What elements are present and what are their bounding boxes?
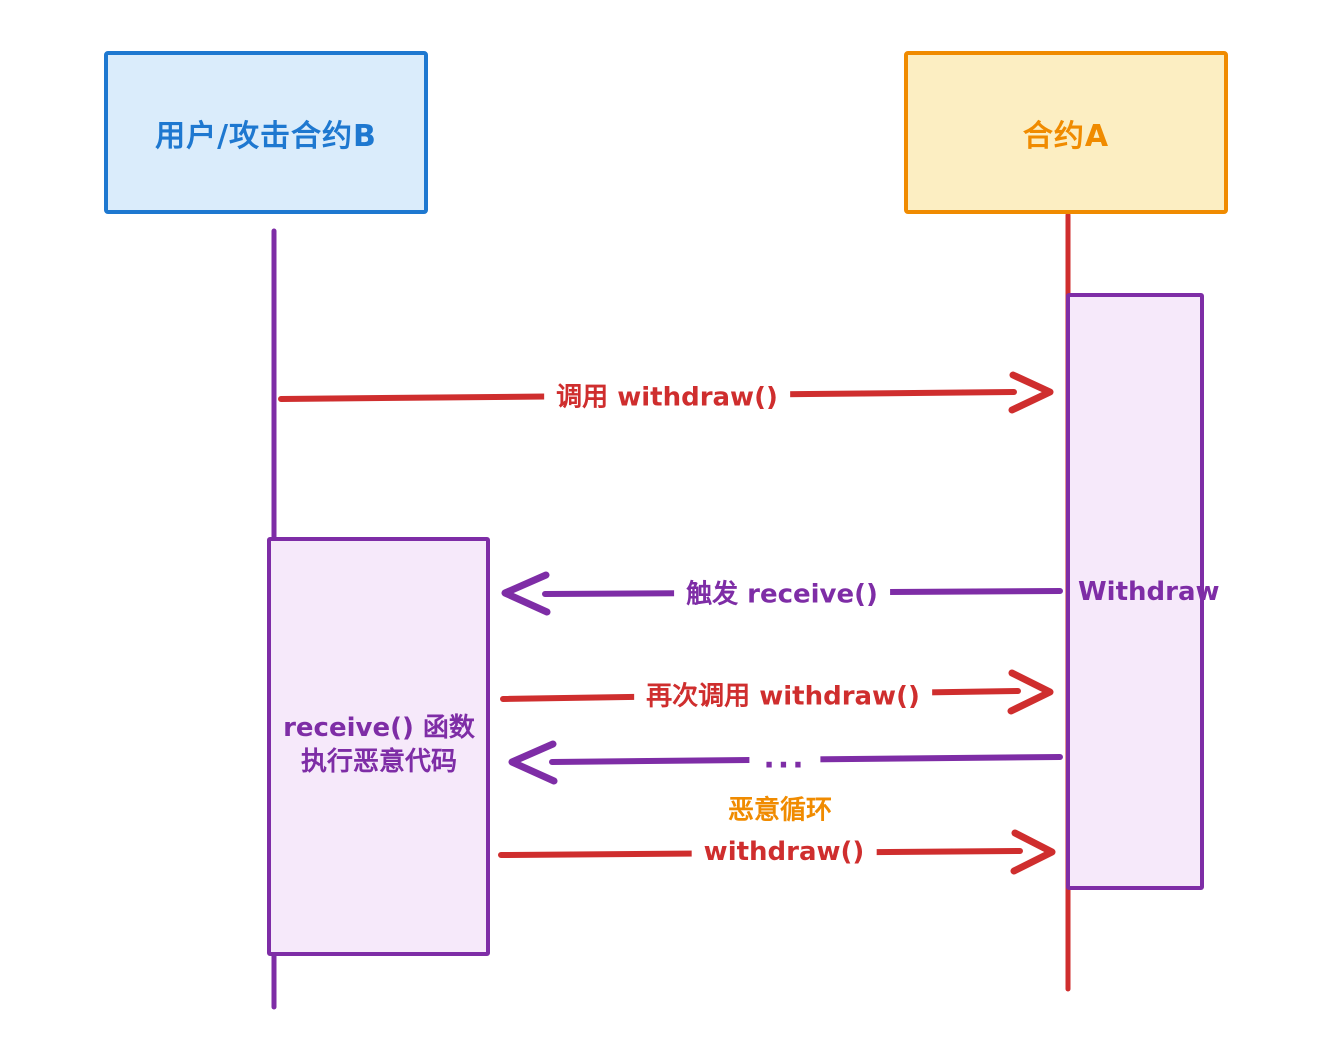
activation-box-receive — [267, 537, 490, 956]
activation-label-receive: receive() 函数 执行恶意代码 — [283, 711, 475, 779]
message-label-loop-withdraw: withdraw() — [691, 835, 877, 869]
actor-label-attacker: 用户/攻击合约B — [155, 118, 377, 154]
activation-label-withdraw: Withdraw — [1078, 577, 1220, 607]
actor-box-attacker: 用户/攻击合约B — [104, 51, 428, 214]
actor-box-contract-a: 合约A — [904, 51, 1228, 214]
message-label-recall-withdraw: 再次调用 withdraw() — [634, 673, 932, 715]
message-label-ellipsis: ... — [749, 740, 821, 776]
annotation-malicious-loop: 恶意循环 — [727, 795, 833, 826]
activation-box-withdraw — [1066, 293, 1204, 890]
message-label-call-withdraw: 调用 withdraw() — [544, 374, 790, 416]
activation-label-receive-line1: receive() 函数 — [283, 713, 475, 743]
activation-label-receive-line2: 执行恶意代码 — [300, 747, 458, 777]
actor-label-contract-a: 合约A — [1022, 118, 1110, 154]
message-label-trigger-receive: 触发 receive() — [674, 571, 890, 613]
